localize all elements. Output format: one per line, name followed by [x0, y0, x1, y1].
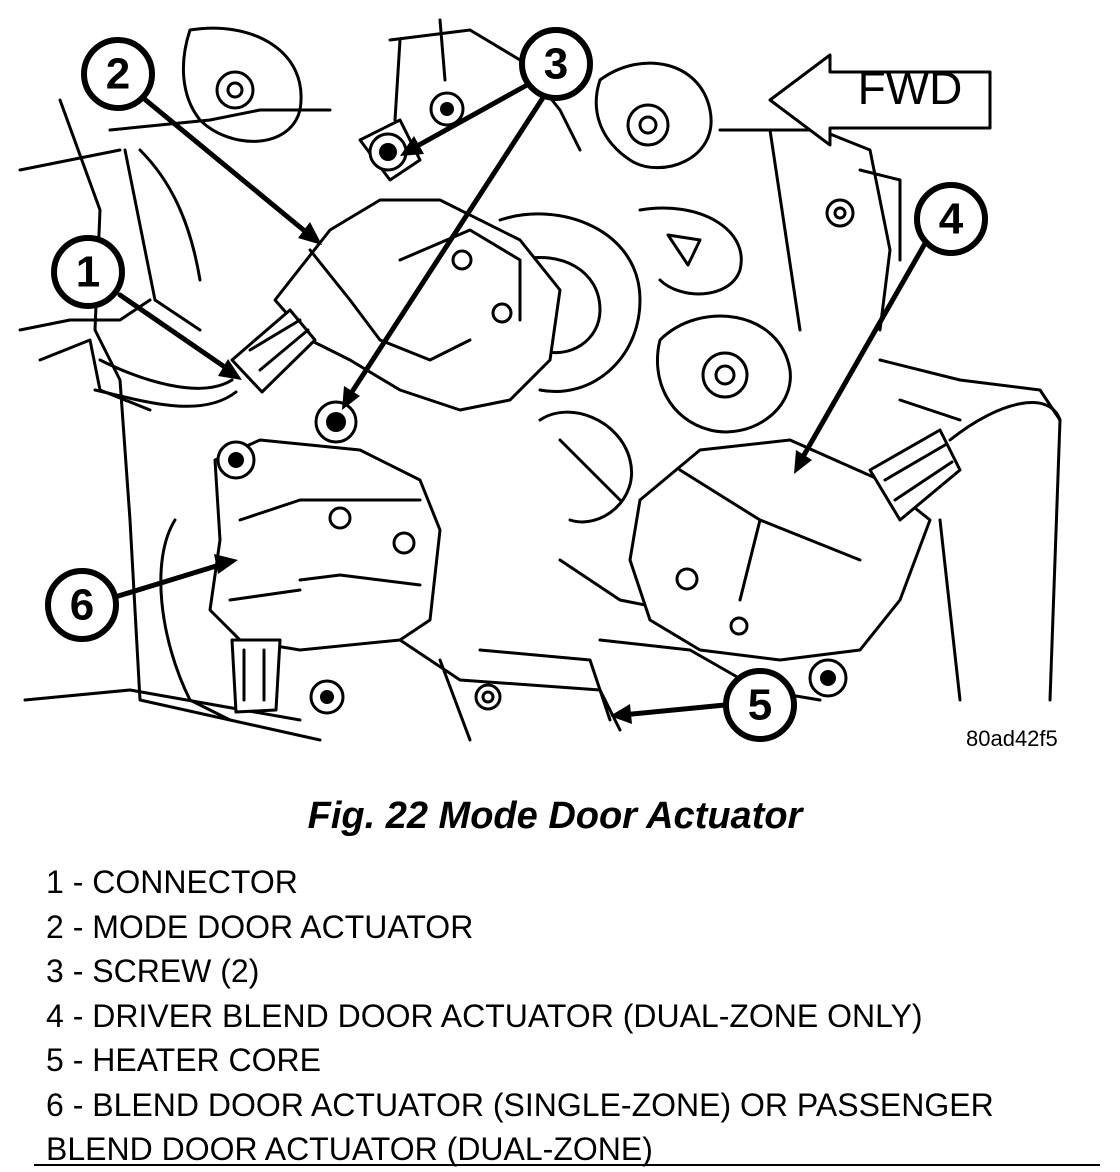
legend-item: 2 - MODE DOOR ACTUATOR: [46, 908, 474, 945]
forward-direction-arrow: FWD: [768, 53, 992, 147]
callout-6: 6: [45, 568, 119, 642]
callout-3: 3: [519, 27, 593, 101]
callout-1-number: 1: [76, 248, 100, 297]
callout-2: 2: [81, 37, 155, 111]
bottom-divider: [34, 1164, 1100, 1166]
legend-item: 4 - DRIVER BLEND DOOR ACTUATOR (DUAL-ZON…: [46, 997, 923, 1034]
legend-item: 3 - SCREW (2): [46, 953, 260, 989]
callout-3-number: 3: [544, 40, 568, 89]
hvac-housing-background: [18, 18, 1062, 742]
callout-1: 1: [51, 235, 125, 309]
driver-blend-door-actuator: [628, 401, 1062, 698]
legend-item: 1 - CONNECTOR: [46, 864, 298, 900]
callout-5-number: 5: [748, 681, 772, 730]
callout-5: 5: [723, 668, 797, 742]
legend-item: 5 - HEATER CORE: [46, 1042, 321, 1078]
legend-item: 6 - BLEND DOOR ACTUATOR (SINGLE-ZONE) OR…: [46, 1086, 994, 1168]
callout-4: 4: [914, 182, 988, 256]
connector: [93, 308, 317, 408]
figure-id: 80ad42f5: [966, 726, 1058, 751]
figure-caption: Fig. 22 Mode Door Actuator: [307, 795, 803, 837]
callout-2-number: 2: [106, 50, 130, 99]
blend-door-actuator: [159, 400, 442, 722]
mode-door-actuator-diagram: FWD 2 3 1 4 6 5: [18, 18, 1062, 742]
fwd-label: FWD: [858, 62, 963, 114]
leader-lines: [112, 82, 930, 724]
mode-door-actuator: [273, 91, 562, 412]
callout-4-number: 4: [939, 195, 964, 244]
callout-6-number: 6: [70, 581, 94, 630]
diagram-illustration: FWD 2 3 1 4 6 5: [18, 18, 1062, 742]
legend-list: 1 - CONNECTOR 2 - MODE DOOR ACTUATOR 3 -…: [46, 860, 994, 1172]
